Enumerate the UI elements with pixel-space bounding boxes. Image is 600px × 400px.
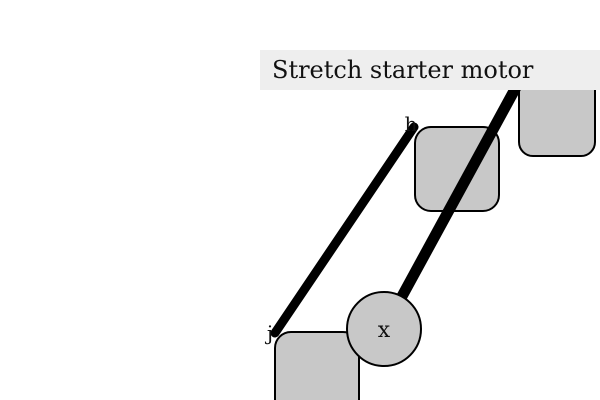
motor-wheel[interactable] xyxy=(346,291,422,367)
motor-label: x xyxy=(378,318,391,343)
level-title-banner: Stretch starter motor xyxy=(260,50,600,90)
thick-beam[interactable] xyxy=(395,77,525,303)
square-block-bottom[interactable] xyxy=(274,331,360,400)
rod-h-j[interactable] xyxy=(270,122,419,338)
anchor-label-j: j xyxy=(265,321,273,345)
anchor-label-h: h xyxy=(405,112,418,136)
level-title: Stretch starter motor xyxy=(272,56,534,84)
